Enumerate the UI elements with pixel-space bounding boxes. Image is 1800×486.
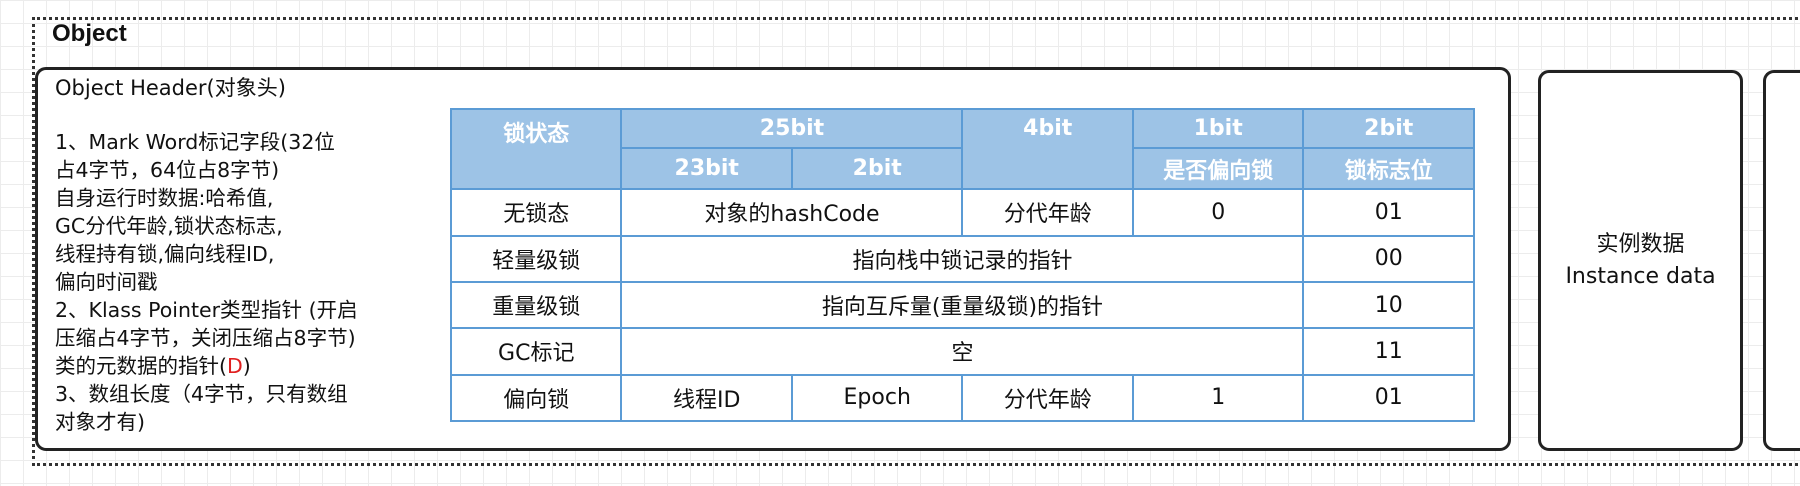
header-2bit-sub: 2bit xyxy=(790,147,964,191)
header-25bit: 25bit xyxy=(620,107,964,150)
header-23bit: 23bit xyxy=(620,147,793,191)
header-lock-state: 锁状态 xyxy=(449,107,623,191)
object-title: Object xyxy=(52,20,127,47)
table-row-heavyweight: 重量级锁 指向互斥量(重量级锁)的指针 10 xyxy=(449,280,1475,330)
object-frame xyxy=(32,17,1800,466)
desc-line: 线程持有锁,偏向线程ID, xyxy=(55,242,275,266)
desc-line: 对象才有) xyxy=(55,410,145,434)
object-header-description: 1、Mark Word标记字段(32位 占4字节，64位占8字节) 自身运行时数… xyxy=(55,128,425,436)
instance-data-label-cn: 实例数据 xyxy=(1596,231,1685,257)
cell-state: GC标记 xyxy=(449,327,623,376)
cell-biased-flag: 0 xyxy=(1131,188,1305,237)
desc-line-text: 类的元数据的指针( xyxy=(55,354,227,378)
desc-line: GC分代年龄,锁状态标志, xyxy=(55,214,283,238)
padding-box-partial xyxy=(1763,70,1800,451)
cell-lock-flag: 11 xyxy=(1302,327,1475,376)
header-lock-flag: 锁标志位 xyxy=(1302,147,1475,191)
header-is-biased: 是否偏向锁 xyxy=(1131,147,1305,191)
mark-word-table: 锁状态 25bit 4bit 1bit 2bit 23bit 2bit 是否偏向… xyxy=(449,107,1475,423)
desc-accent-letter: D xyxy=(227,354,243,378)
desc-line: 偏向时间戳 xyxy=(55,270,158,294)
cell-lock-flag: 01 xyxy=(1302,188,1475,237)
cell-state: 偏向锁 xyxy=(449,373,623,423)
cell-state: 轻量级锁 xyxy=(449,234,623,283)
cell-lock-flag: 00 xyxy=(1302,234,1475,283)
cell-hashcode: 对象的hashCode xyxy=(620,188,964,237)
table-row-unlocked: 无锁态 对象的hashCode 分代年龄 0 01 xyxy=(449,188,1475,237)
table-row-biased: 偏向锁 线程ID Epoch 分代年龄 1 01 xyxy=(449,373,1475,423)
table-row-gc-mark: GC标记 空 11 xyxy=(449,327,1475,376)
table-header-row: 锁状态 25bit 4bit 1bit 2bit xyxy=(449,107,1475,191)
header-2bit: 2bit xyxy=(1302,107,1475,150)
desc-line: 1、Mark Word标记字段(32位 xyxy=(55,130,335,154)
cell-content: 指向栈中锁记录的指针 xyxy=(620,234,1305,283)
desc-line: 2、Klass Pointer类型指针 (开启 xyxy=(55,298,358,322)
instance-data-label-en: Instance data xyxy=(1565,263,1716,289)
cell-gc-age: 分代年龄 xyxy=(961,188,1134,237)
cell-content: 指向互斥量(重量级锁)的指针 xyxy=(620,280,1305,330)
cell-lock-flag: 01 xyxy=(1302,373,1475,423)
desc-line-suffix: ) xyxy=(242,354,251,378)
table-row-lightweight: 轻量级锁 指向栈中锁记录的指针 00 xyxy=(449,234,1475,283)
cell-epoch: Epoch xyxy=(790,373,964,423)
table-subheader-row: 23bit 2bit 是否偏向锁 锁标志位 xyxy=(451,147,1475,191)
cell-state: 无锁态 xyxy=(449,188,623,237)
cell-biased-flag: 1 xyxy=(1131,373,1305,423)
cell-gc-age: 分代年龄 xyxy=(961,373,1134,423)
cell-content: 空 xyxy=(620,327,1305,376)
header-1bit: 1bit xyxy=(1131,107,1305,150)
cell-lock-flag: 10 xyxy=(1302,280,1475,330)
instance-data-box: 实例数据 Instance data xyxy=(1538,70,1743,451)
cell-thread-id: 线程ID xyxy=(620,373,793,423)
desc-line-metadata-pointer: 类的元数据的指针(D) xyxy=(55,352,425,380)
desc-line: 压缩占4字节，关闭压缩占8字节) xyxy=(55,326,356,350)
desc-line: 3、数组长度（4字节，只有数组 xyxy=(55,382,348,406)
desc-line: 占4字节，64位占8字节) xyxy=(55,158,280,182)
cell-state: 重量级锁 xyxy=(449,280,623,330)
object-header-title: Object Header(对象头) xyxy=(55,76,286,100)
desc-line: 自身运行时数据:哈希值, xyxy=(55,186,274,210)
header-4bit: 4bit xyxy=(961,107,1134,191)
